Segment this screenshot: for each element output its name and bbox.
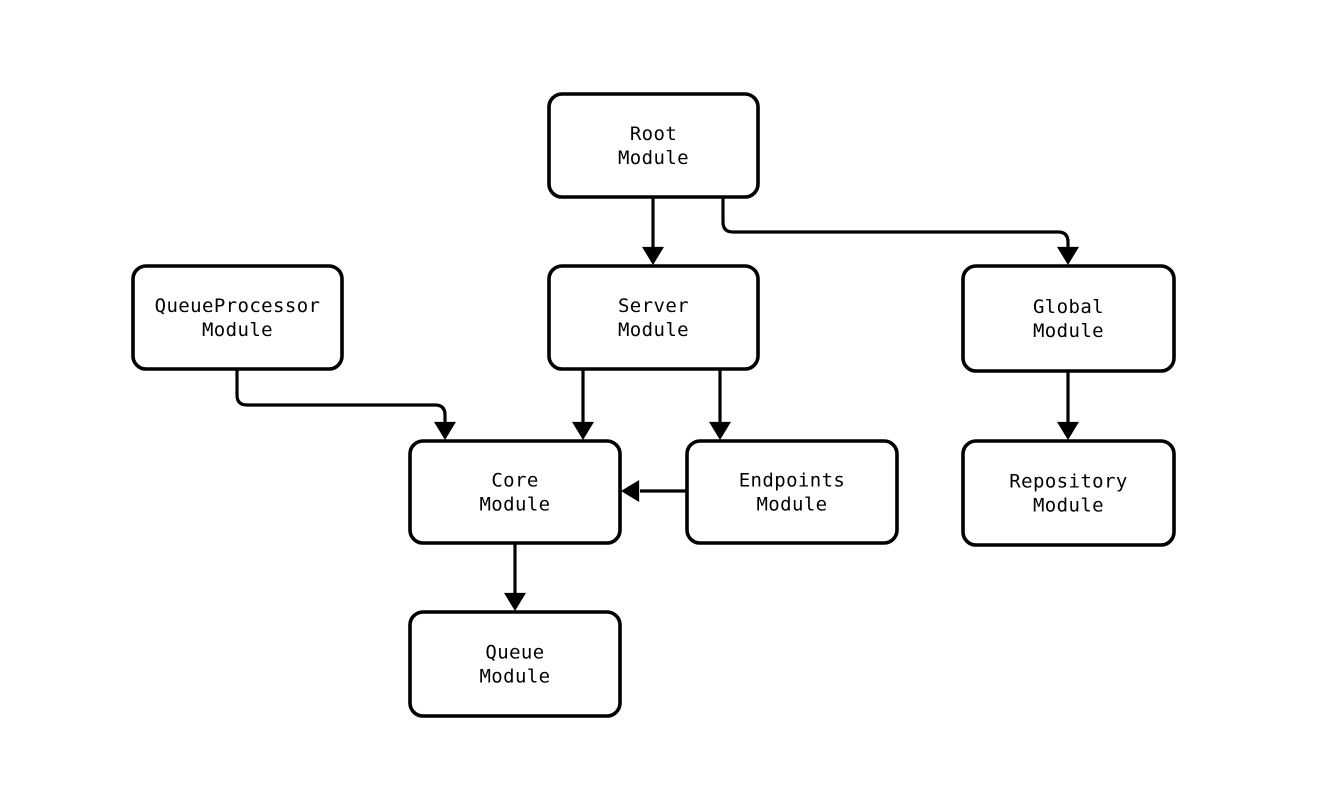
- node-box[interactable]: [685, 439, 899, 545]
- edge-server-to-endpoints: [709, 369, 731, 440]
- edge-endpoints-to-core: [621, 480, 687, 502]
- node-label-secondary: Module: [618, 319, 689, 341]
- edge-core-to-queue: [504, 543, 526, 611]
- node-label-primary: Core: [491, 470, 538, 492]
- node-label-secondary: Module: [1033, 320, 1104, 342]
- node-label-primary: Queue: [485, 642, 544, 664]
- edge-root-to-server: [642, 197, 664, 265]
- node-box[interactable]: [547, 264, 760, 371]
- node-box[interactable]: [547, 92, 760, 199]
- edge-line: [721, 197, 1070, 247]
- edge-arrowhead: [434, 421, 456, 440]
- edge-arrowhead: [572, 421, 594, 440]
- edge-arrowhead: [1057, 246, 1079, 265]
- node-box[interactable]: [131, 264, 344, 371]
- nodes-layer: RootModuleQueueProcessorModuleServerModu…: [131, 92, 1176, 718]
- edge-arrowhead: [504, 592, 526, 611]
- edge-arrowhead: [621, 480, 640, 502]
- node-box[interactable]: [408, 610, 622, 718]
- node-label-secondary: Module: [202, 319, 273, 341]
- edges-layer: [235, 197, 1079, 611]
- edge-server-to-core: [572, 369, 594, 440]
- node-label-secondary: Module: [756, 494, 827, 516]
- edge-arrowhead: [642, 246, 664, 265]
- node-label-primary: QueueProcessor: [155, 295, 321, 317]
- edge-queueprocessor-to-core: [235, 369, 456, 440]
- node-label-secondary: Module: [1033, 495, 1104, 517]
- edge-line: [235, 369, 447, 422]
- node-label-primary: Repository: [1009, 471, 1127, 493]
- node-label-secondary: Module: [479, 494, 550, 516]
- node-box[interactable]: [961, 264, 1176, 373]
- edge-arrowhead: [709, 421, 731, 440]
- edge-root-to-global: [721, 197, 1079, 265]
- node-label-secondary: Module: [618, 147, 689, 169]
- edge-arrowhead: [1057, 421, 1079, 440]
- node-label-primary: Root: [630, 123, 677, 145]
- node-box[interactable]: [408, 439, 622, 545]
- node-label-primary: Endpoints: [739, 470, 846, 492]
- edge-global-to-repository: [1057, 371, 1079, 440]
- node-label-primary: Global: [1033, 296, 1104, 318]
- node-label-secondary: Module: [479, 666, 550, 688]
- node-box[interactable]: [961, 439, 1176, 547]
- node-label-primary: Server: [618, 295, 689, 317]
